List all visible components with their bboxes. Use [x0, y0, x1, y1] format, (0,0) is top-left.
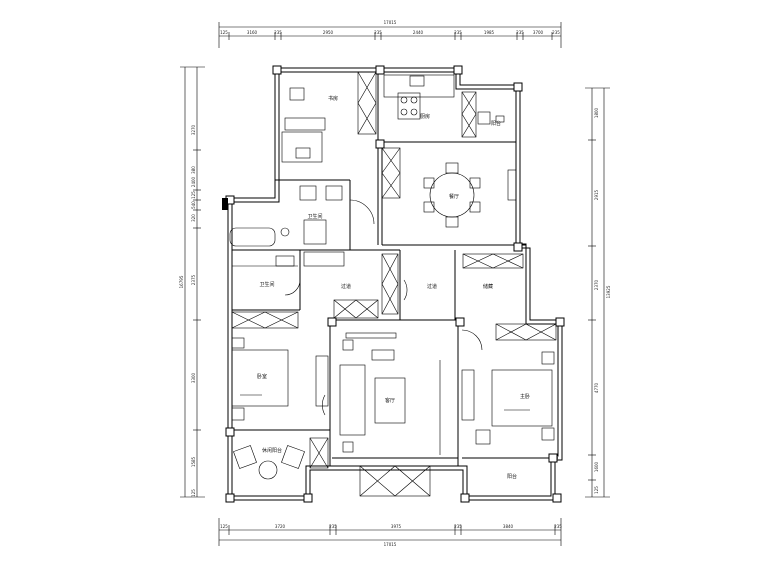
svg-text:3160: 3160	[247, 30, 258, 35]
vanity-2	[303, 251, 345, 267]
storage-shelf	[462, 253, 524, 269]
wardrobe-corridor	[381, 253, 399, 315]
room-balcony-2: 阳台	[507, 473, 517, 480]
side-table	[258, 460, 278, 480]
svg-text:235: 235	[516, 30, 524, 35]
armchair	[371, 349, 395, 361]
svg-text:235: 235	[274, 30, 282, 35]
svg-text:3720: 3720	[275, 524, 286, 529]
walls	[227, 67, 563, 501]
room-bedroom-1: 卧室	[257, 373, 267, 380]
room-balcony-1: 休闲阳台	[262, 447, 282, 454]
svg-text:1585: 1585	[191, 456, 196, 467]
svg-text:4770: 4770	[594, 382, 599, 393]
cabinet-dining	[381, 147, 401, 199]
svg-text:3700: 3700	[533, 30, 544, 35]
svg-text:1985: 1985	[484, 30, 495, 35]
room-corridor-2: 过道	[427, 283, 437, 290]
study-chair	[289, 87, 305, 101]
svg-text:1800: 1800	[594, 107, 599, 118]
room-bathroom-2: 卫生间	[259, 281, 274, 288]
cabinet-corridor	[333, 299, 379, 319]
room-living: 客厅	[385, 397, 395, 404]
wardrobe-master	[495, 323, 557, 341]
room-master-study: 书房	[328, 95, 338, 102]
wardrobe-bedroom	[231, 311, 299, 329]
svg-text:125: 125	[191, 489, 196, 497]
svg-text:235: 235	[374, 30, 382, 35]
coffee-table	[374, 377, 406, 424]
study-desk	[284, 117, 326, 131]
svg-text:235: 235	[554, 524, 562, 529]
svg-text:235: 235	[454, 524, 462, 529]
bottom-total-dim: 17015	[384, 542, 397, 547]
room-dining: 餐厅	[449, 193, 459, 200]
svg-text:2400: 2400	[191, 176, 196, 187]
laundry-chair	[477, 111, 491, 125]
wardrobe-laundry	[461, 91, 477, 138]
study-bed	[281, 131, 323, 163]
svg-text:125: 125	[220, 524, 228, 529]
lounge-chair-2	[281, 445, 305, 469]
svg-text:125: 125	[594, 486, 599, 494]
sofa	[339, 364, 366, 436]
bathtub	[229, 227, 276, 247]
room-kitchen: 厨房	[420, 113, 430, 120]
room-bathroom-1: 卫生间	[307, 213, 322, 220]
svg-text:235: 235	[454, 30, 462, 35]
top-total-dim: 17015	[384, 20, 397, 25]
svg-text:1600: 1600	[594, 461, 599, 472]
cabinet-balcony	[309, 437, 329, 469]
bed-master	[491, 369, 553, 427]
svg-text:2370: 2370	[594, 279, 599, 290]
svg-text:3975: 3975	[391, 524, 402, 529]
svg-text:320: 320	[191, 214, 196, 222]
svg-text:125: 125	[191, 191, 196, 199]
svg-text:125: 125	[220, 30, 228, 35]
svg-text:2915: 2915	[594, 189, 599, 200]
desk-master	[461, 369, 475, 421]
room-storage: 储藏	[483, 283, 493, 290]
svg-text:2950: 2950	[323, 30, 334, 35]
stove	[397, 92, 421, 120]
svg-text:2375: 2375	[191, 274, 196, 285]
toilet-1	[280, 227, 290, 237]
wardrobe-study	[357, 71, 377, 135]
lounge-chair-1	[233, 445, 257, 469]
kitchen-sink	[409, 75, 425, 87]
svg-text:3300: 3300	[191, 372, 196, 383]
bed-1	[231, 349, 289, 407]
svg-text:2440: 2440	[413, 30, 424, 35]
room-laundry: 阳台	[491, 120, 501, 127]
desk-bedroom-1	[315, 355, 329, 407]
room-master-bedroom: 主卧	[520, 393, 530, 400]
room-corridor: 过道	[341, 283, 351, 290]
right-total-dim: 13925	[606, 285, 611, 298]
svg-text:3840: 3840	[503, 524, 514, 529]
svg-text:540: 540	[191, 201, 196, 209]
svg-text:3270: 3270	[191, 124, 196, 135]
chair-master	[475, 429, 491, 445]
svg-text:380: 380	[191, 166, 196, 174]
svg-text:235: 235	[552, 30, 560, 35]
left-total-dim: 16795	[179, 275, 184, 288]
shower	[303, 219, 327, 245]
kitchen-counter	[383, 74, 455, 98]
svg-text:235: 235	[329, 524, 337, 529]
washbasin-1	[299, 185, 317, 201]
